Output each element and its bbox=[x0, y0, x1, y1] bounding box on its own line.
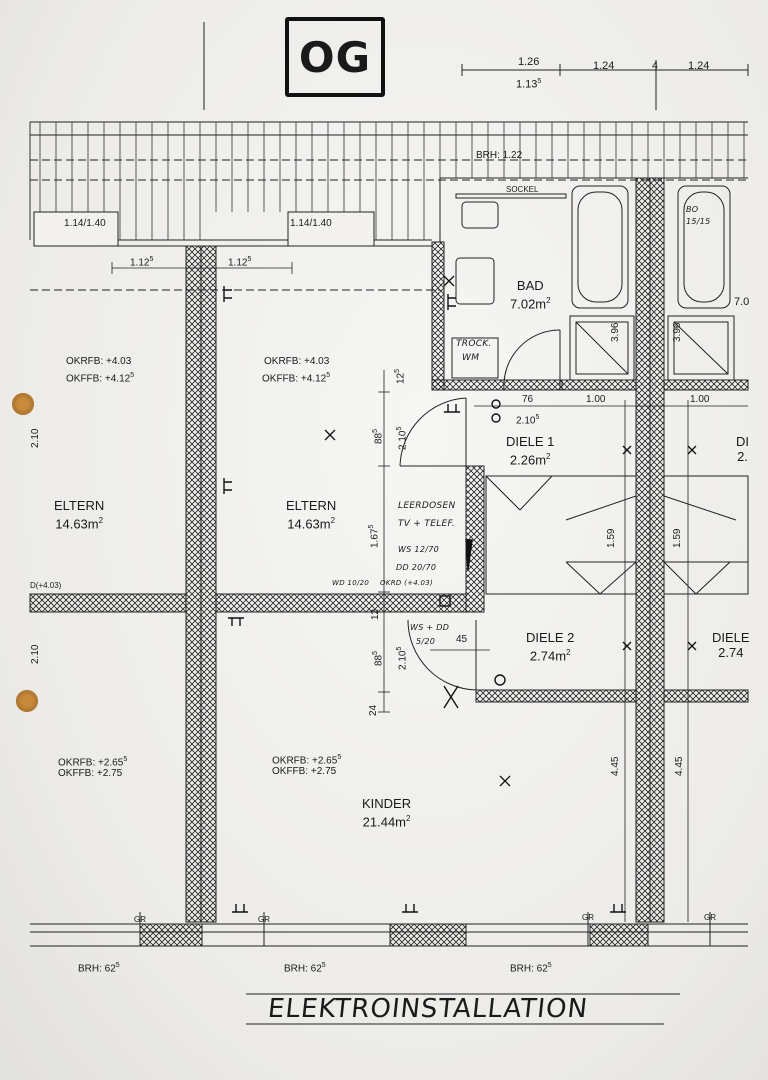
dim-100-a: 1.00 bbox=[586, 394, 606, 405]
floor-code-box: OG bbox=[285, 17, 385, 97]
dim-88-bot: 885 bbox=[372, 650, 385, 666]
note-leerdosen: LEERDOSEN bbox=[398, 501, 456, 511]
bathroom-fixtures bbox=[451, 185, 735, 391]
brh-bottom-2: BRH: 625 bbox=[284, 962, 326, 975]
sockel-label: SOCKEL bbox=[506, 185, 539, 194]
eltern-left-okrfb: OKRFB: +4.03 bbox=[66, 356, 132, 367]
eltern-left-okffb: OKFFB: +4.125 bbox=[66, 372, 135, 385]
dim-445-a: 4.45 bbox=[610, 756, 621, 776]
dim-45: 45 bbox=[456, 634, 468, 645]
note-ws-dd: WS + DD bbox=[410, 623, 450, 632]
hatched-walls bbox=[29, 177, 749, 923]
note-wd: WD 10/20 bbox=[332, 579, 370, 587]
dim-403-left: D(+4.03) bbox=[30, 581, 62, 590]
dim-2105-top: 2.105 bbox=[396, 426, 409, 450]
title-underline bbox=[246, 993, 680, 1025]
dim-210-left-2: 2.10 bbox=[30, 644, 41, 664]
gr-label-3: GR bbox=[582, 913, 594, 922]
note-trock: TROCK. bbox=[456, 339, 492, 349]
lower-left-okrfb: OKRFB: +2.655 bbox=[58, 756, 128, 769]
window-label-2: 1.14/1.40 bbox=[290, 218, 332, 229]
eltern-mid-okrfb: OKRFB: +4.03 bbox=[264, 356, 330, 367]
dim-12-top: 125 bbox=[394, 368, 407, 384]
note-right-70: 7.0 bbox=[734, 296, 750, 308]
dim-159-a: 1.59 bbox=[606, 528, 617, 548]
dim-top-small: 4 bbox=[652, 60, 659, 72]
brh-top-label: BRH: 1.22 bbox=[476, 150, 523, 161]
dim-2105-bot: 2.105 bbox=[396, 646, 409, 670]
punch-hole-bottom bbox=[16, 690, 38, 712]
note-okrd: OKRD (+4.03) bbox=[380, 579, 434, 587]
dim-2105-diele: 2.105 bbox=[516, 414, 540, 427]
note-bo: BO bbox=[686, 205, 699, 214]
vertical-dimension-lines bbox=[378, 370, 748, 922]
dim-76: 76 bbox=[522, 394, 534, 405]
kinder-okrfb: OKRFB: +2.655 bbox=[272, 754, 342, 767]
gr-label-1: GR bbox=[134, 915, 146, 924]
dim-1675: 1.675 bbox=[368, 524, 381, 548]
dim-396-a: 3.96 bbox=[610, 322, 621, 342]
note-bo-size: 15/15 bbox=[686, 217, 711, 226]
gr-label-2: GR bbox=[258, 915, 270, 924]
dim-top-1: 1.26 bbox=[518, 56, 540, 68]
lower-left-okffb: OKFFB: +2.75 bbox=[58, 768, 123, 779]
doors bbox=[399, 397, 477, 691]
floor-code: OG bbox=[298, 32, 372, 82]
dim-396-b: 3.96 bbox=[672, 322, 683, 342]
wall-inner-lines bbox=[200, 177, 748, 922]
note-ws: WS 12/70 bbox=[398, 545, 439, 554]
brh-bottom-1: BRH: 625 bbox=[78, 962, 120, 975]
punch-hole-top bbox=[12, 393, 34, 415]
socket-marks bbox=[223, 286, 626, 913]
gr-label-4: GR bbox=[704, 913, 716, 922]
window-dim-2: 1.125 bbox=[228, 256, 252, 269]
dim-24: 24 bbox=[368, 704, 379, 716]
dim-top-1-sub: 1.135 bbox=[516, 78, 542, 91]
dim-88-top: 885 bbox=[372, 428, 385, 444]
note-ws-dd-size: 5/20 bbox=[416, 637, 436, 646]
dim-159-b: 1.59 bbox=[672, 528, 683, 548]
top-dimension-line bbox=[203, 22, 749, 110]
window-dim-1: 1.125 bbox=[130, 256, 154, 269]
dim-100-b: 1.00 bbox=[690, 394, 710, 405]
staircase bbox=[485, 475, 749, 595]
ceiling-light-marks bbox=[324, 275, 697, 787]
dim-top-2: 1.24 bbox=[593, 60, 615, 72]
kinder-okffb: OKFFB: +2.75 bbox=[272, 766, 337, 777]
note-wm: WM bbox=[462, 353, 480, 363]
window-label-1: 1.14/1.40 bbox=[64, 218, 106, 229]
brh-bottom-3: BRH: 625 bbox=[510, 962, 552, 975]
drawing-title: ELEKTROINSTALLATION bbox=[266, 994, 590, 1024]
eltern-mid-okffb: OKFFB: +4.125 bbox=[262, 372, 331, 385]
window-recesses bbox=[33, 211, 432, 247]
dim-210-left: 2.10 bbox=[30, 428, 41, 448]
roof-edge bbox=[29, 121, 748, 291]
note-dd: DD 20/70 bbox=[396, 563, 437, 572]
note-tv-telef: TV + TELEF. bbox=[398, 519, 455, 529]
bottom-wall bbox=[30, 912, 748, 947]
dim-12-mid: 12 bbox=[370, 608, 381, 620]
dim-445-b: 4.45 bbox=[674, 756, 685, 776]
dim-top-3: 1.24 bbox=[688, 60, 710, 72]
